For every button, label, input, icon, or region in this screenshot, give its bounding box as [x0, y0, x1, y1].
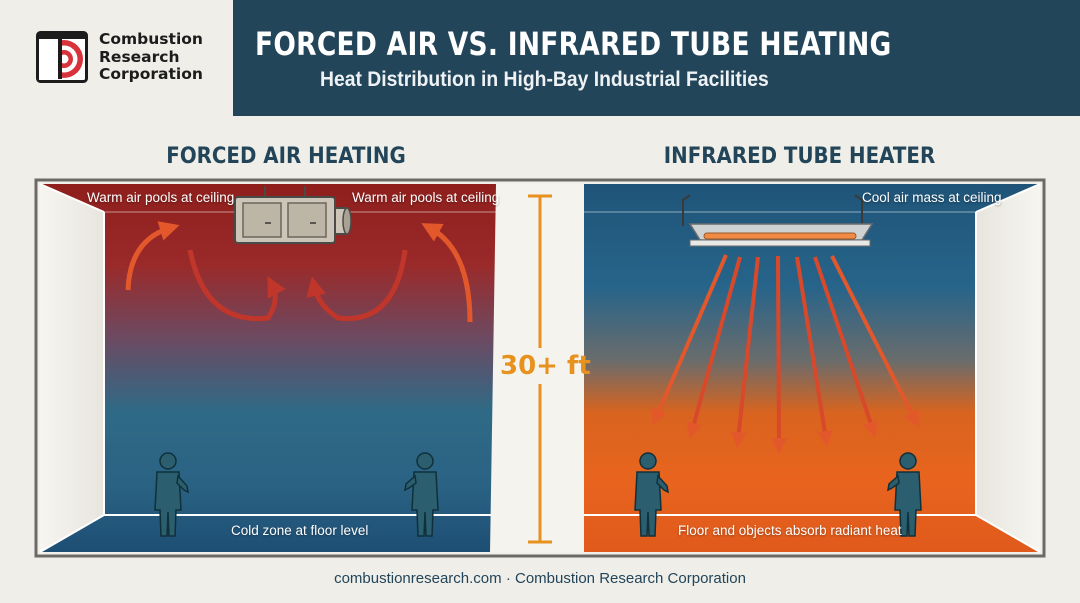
convection-arrow [421, 223, 473, 323]
ceiling-height-label: 30+ ft [500, 348, 591, 384]
radiant-arrow [813, 256, 879, 438]
worker-figure [154, 452, 189, 537]
forced-air-ceiling-note-right: Warm air pools at ceiling [352, 190, 500, 205]
page-subtitle: Heat Distribution in High-Bay Industrial… [320, 68, 769, 91]
radiant-arrow [730, 256, 760, 448]
brand-logo: Combustion Research Corporation [0, 0, 233, 116]
room-edge [39, 183, 105, 213]
brand-name: Combustion Research Corporation [99, 30, 229, 84]
worker-figure [634, 452, 669, 537]
footer-separator: · [505, 570, 511, 587]
radiant-arrow [770, 255, 787, 454]
infrared-tube-heater [682, 194, 874, 247]
header-band [233, 0, 1080, 116]
brand-name-line: Corporation [99, 65, 203, 83]
footer-website-link[interactable]: combustionresearch.com [334, 570, 502, 587]
page-title: FORCED AIR VS. INFRARED TUBE HEATING [255, 25, 892, 63]
brand-name-line: Research [99, 47, 180, 66]
radiant-arrow [686, 256, 742, 439]
infrared-right-wall [976, 184, 1040, 552]
forced-air-left-wall [40, 184, 104, 552]
worker-figure [404, 452, 439, 537]
forced-air-ceiling-note-left: Warm air pools at ceiling [87, 190, 235, 205]
worker-figure [887, 452, 922, 537]
room-edge [975, 514, 1041, 553]
brand-name-line: Combustion [99, 30, 203, 48]
infrared-floor-note: Floor and objects absorb radiant heat [678, 523, 902, 538]
forced-air-heading: FORCED AIR HEATING [166, 144, 406, 169]
convection-arrow [306, 249, 408, 322]
room-edge [39, 514, 105, 553]
crc-logo-icon [36, 31, 88, 83]
convection-arrow [187, 249, 286, 322]
radiant-arrow [651, 254, 728, 426]
infrared-heading: INFRARED TUBE HEATER [663, 144, 936, 169]
forced-air-unit-heater [234, 186, 352, 244]
infrared-ceiling-note: Cool air mass at ceiling [862, 190, 1002, 205]
forced-air-floor-note: Cold zone at floor level [231, 523, 369, 538]
footer-company: Combustion Research Corporation [514, 570, 746, 587]
convection-arrow [125, 221, 180, 291]
footer: combustionresearch.com · Combustion Rese… [0, 570, 1080, 587]
radiant-arrow [830, 255, 919, 428]
room-edge [975, 183, 1041, 213]
radiant-arrow [795, 256, 833, 447]
radiant-heat-arrows [651, 254, 919, 454]
